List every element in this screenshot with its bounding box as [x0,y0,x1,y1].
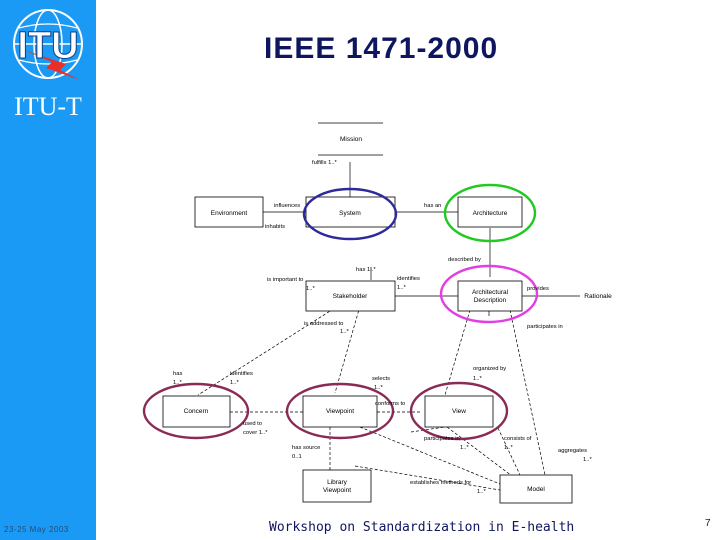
sidebar: ITU ITU-T 23-25 May 2003 [0,0,96,540]
class-boxes [162,196,573,504]
inhabits-label: inhabits [265,224,285,230]
library-label-1: Library [327,479,348,486]
selects-label: selects [372,376,390,382]
library-viewpoint-box [302,469,372,503]
itu-logo: ITU [2,0,94,90]
concern-box [162,395,231,428]
highlight-ellipses [142,183,539,441]
conforms-to-label: conforms to [375,401,405,407]
view-highlight [409,381,509,441]
used-to-label: used to [243,421,262,427]
description-highlight [439,264,539,324]
event-date: 23-25 May 2003 [4,525,69,534]
library-label-2: Viewpoint [323,487,351,494]
described-by-label: described by [448,257,481,263]
stakeholder-box [305,280,396,312]
view-label: View [452,408,466,415]
org-label: ITU-T [14,92,82,121]
concern-highlight [142,382,250,440]
globe-icon: ITU [13,9,83,80]
page-number: 7 [705,518,711,529]
arch-desc-line1: Architectural [472,289,509,296]
viewpoint-box [302,395,378,428]
selects-mult: 1..* [374,385,383,391]
is-important-to-mult: 1..* [306,286,315,292]
cover-label: cover 1..* [243,430,268,436]
participates-in-2-label: participates in [424,436,460,442]
identifies-2-label: identifies [230,371,253,377]
mission-label: Mission [340,136,362,143]
identifies-1-mult: 1..* [397,285,406,291]
aggregates-label: aggregates [558,448,587,454]
viewpoint-label: Viewpoint [326,408,354,415]
has-1-label: has 1..* [356,267,376,273]
establishes-methods-label: establishes methods for [410,480,471,486]
is-addressed-to-mult: 1..* [340,329,349,335]
fulfills-label: fulfills 1..* [312,160,338,166]
influences-label: influences [274,203,300,209]
is-important-to-label: is important to [267,277,303,283]
has-2-label: has [173,371,182,377]
participates-in-1-label: participates in [527,324,563,330]
provides-label: provides [527,286,549,292]
system-highlight [302,187,398,241]
view-box [424,395,494,428]
stakeholder-label: Stakeholder [333,293,369,300]
has-2-mult: 1..* [173,380,182,386]
architecture-box [457,196,523,228]
has-source-label: has source [292,445,320,451]
establishes-mult: 1..* [477,489,486,495]
organized-by-mult: 1..* [473,376,482,382]
environment-label: Environment [211,210,248,217]
has-source-mult: 0..1 [292,454,302,460]
consists-of-label: consists of [504,436,532,442]
slide-title: IEEE 1471-2000 [264,32,499,65]
has-an-label: has an [424,203,441,209]
model-box [499,474,573,504]
architecture-highlight [443,183,537,243]
box-labels: Environment System Architecture Stakehol… [184,210,612,494]
mission-class: Mission [318,122,383,156]
arch-desc-line2: Description [474,297,507,304]
is-addressed-to-label: is addressed to [304,321,343,327]
model-label: Model [527,486,545,493]
identifies-2-mult: 1..* [230,380,239,386]
logo-text: ITU [17,25,78,67]
architectural-description-box [457,280,523,312]
architecture-label: Architecture [473,210,508,217]
viewpoint-highlight [285,382,395,440]
organized-by-label: organized by [473,366,506,372]
environment-box [194,196,264,228]
association-lines [263,162,580,316]
dependency-lines [197,305,546,491]
participates-in-2-mult: 1..* [460,445,469,451]
system-label: System [339,210,361,217]
footer-text: Workshop on Standardization in E-health [269,520,575,535]
association-labels: fulfills 1..* influences has an inhabits… [173,160,592,495]
consists-of-mult: 1..* [504,445,513,451]
identifies-1-label: identifies [397,276,420,282]
system-box [305,196,396,228]
rationale-label: Rationale [584,293,612,300]
aggregates-mult: 1..* [583,457,592,463]
concern-label: Concern [184,408,209,415]
